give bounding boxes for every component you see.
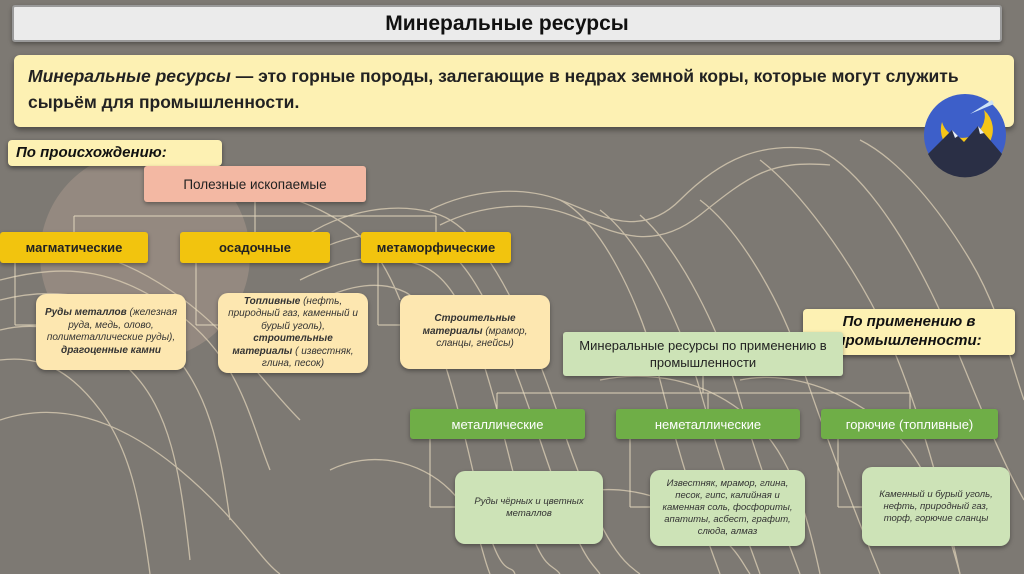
origin-card-magmatic: Руды металлов (железная руда, медь, олов…	[36, 294, 186, 370]
origin-type-magmatic: магматические	[0, 232, 148, 263]
card-bold-text: Руды металлов	[44, 307, 127, 318]
origin-classification-tag: По происхождению:	[8, 140, 222, 166]
origin-type-metamorphic: метаморфические	[361, 232, 511, 263]
card-text: строительные материалы ( известняк, глин…	[224, 333, 362, 371]
use-card-nonmetallic: Известняк, мрамор, глина, песок, гипс, к…	[650, 470, 805, 546]
use-type-nonmetallic: неметаллические	[616, 409, 800, 439]
use-card-fuel: Каменный и бурый уголь, нефть, природный…	[862, 467, 1010, 546]
definition-text: — это горные породы, залегающие в недрах…	[28, 66, 959, 112]
use-type-metallic: металлические	[410, 409, 585, 439]
card-text: Топливные (нефть, природный газ, каменны…	[224, 296, 362, 334]
definition-term: Минеральные ресурсы	[28, 66, 231, 86]
card-italic-text: (железная руда, медь, олово, полиметалли…	[46, 307, 178, 343]
card-bold-text: драгоценные камни	[61, 344, 161, 356]
card-text: Строительные материалы (мрамор, сланцы, …	[406, 313, 544, 351]
card-italic-text: (нефть, природный газ, каменный и бурый …	[228, 295, 358, 332]
use-card-metallic: Руды чёрных и цветных металлов	[455, 471, 603, 544]
origin-card-sedimentary: Топливные (нефть, природный газ, каменны…	[218, 293, 368, 373]
card-bold-text: Строительные материалы	[422, 313, 516, 337]
mountain-moon-logo-icon	[924, 94, 1006, 178]
use-root-node: Минеральные ресурсы по применению в пром…	[563, 332, 843, 376]
use-type-fuel: горючие (топливные)	[821, 409, 998, 439]
card-bold-text: Топливные	[243, 295, 301, 307]
card-bold-text: строительные материалы	[232, 333, 333, 357]
definition-box: Минеральные ресурсы — это горные породы,…	[14, 55, 1014, 127]
slide-title: Минеральные ресурсы	[12, 5, 1002, 42]
card-italic-text: (мрамор, сланцы, гнейсы)	[436, 325, 528, 350]
card-italic-text: ( известняк, глина, песок)	[261, 345, 354, 370]
card-bold-line: драгоценные камни	[42, 345, 180, 358]
origin-root-node: Полезные ископаемые	[144, 166, 366, 202]
origin-card-metamorphic: Строительные материалы (мрамор, сланцы, …	[400, 295, 550, 369]
origin-type-sedimentary: осадочные	[180, 232, 330, 263]
card-text: Руды металлов (железная руда, медь, олов…	[42, 307, 180, 345]
